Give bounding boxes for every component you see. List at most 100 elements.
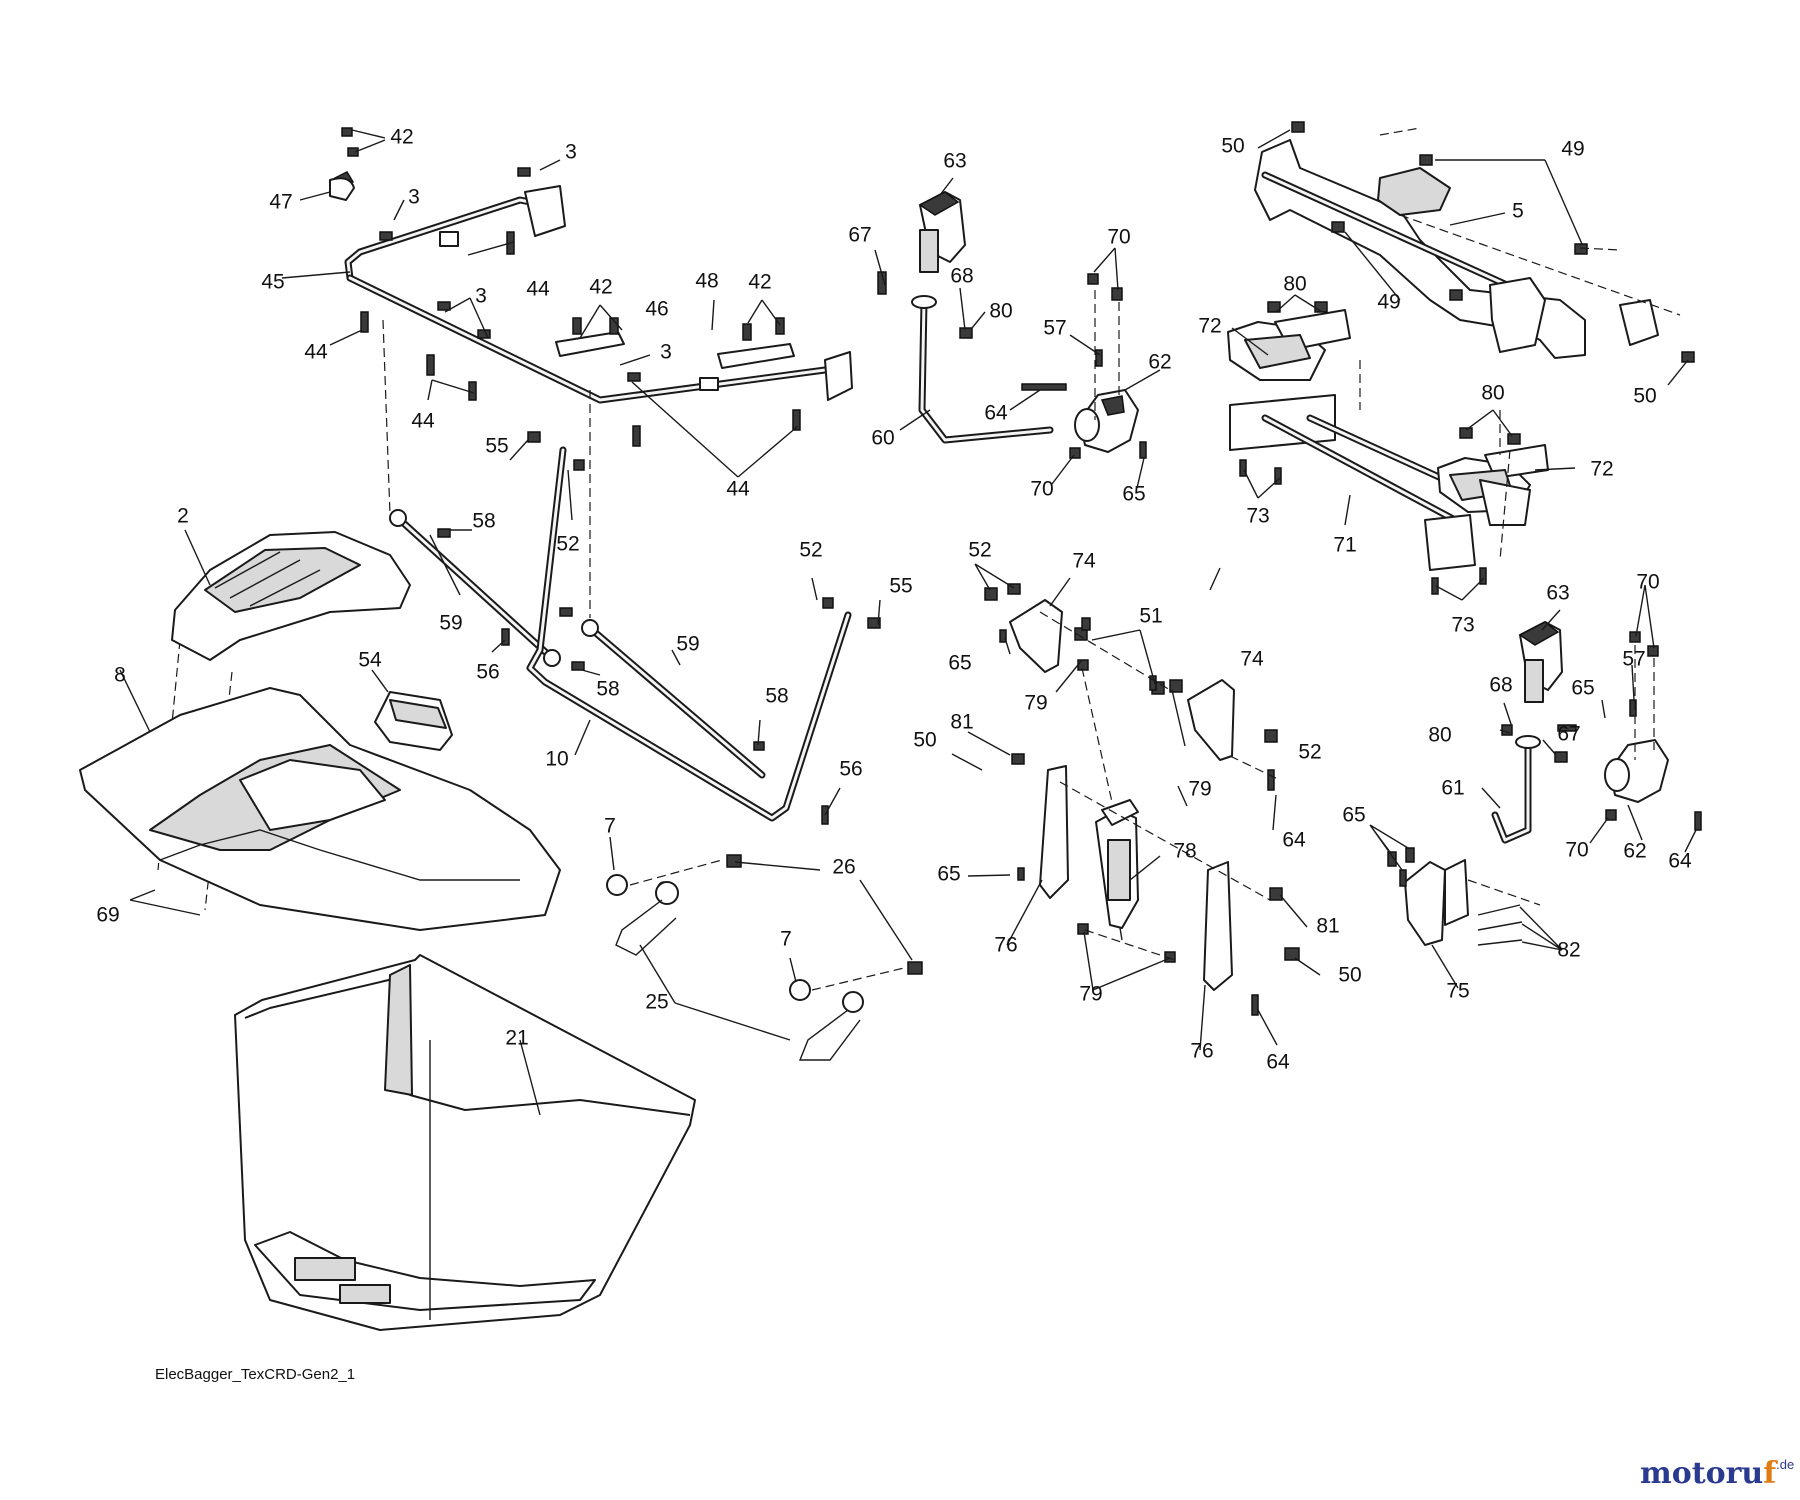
callout-59b: 59 [676,633,699,656]
hardware-bolts [329,127,801,447]
callout-60: 60 [871,427,894,450]
callout-68a: 68 [950,265,973,288]
callout-3c: 3 [475,285,487,308]
watermark-part-b: f [1763,1456,1778,1491]
callout-21: 21 [505,1027,528,1050]
callout-7b: 7 [780,928,792,951]
rod-fasteners [437,431,881,825]
callout-2: 2 [177,505,189,528]
callout-57b: 57 [1622,648,1645,671]
callout-65c: 65 [937,863,960,886]
callout-3a: 3 [565,141,577,164]
callout-68b: 68 [1489,674,1512,697]
bagger-lid [79,687,561,931]
callout-81b: 81 [1316,915,1339,938]
callout-61: 61 [1441,777,1464,800]
callout-42a: 42 [390,126,413,149]
callout-50c: 50 [913,729,936,752]
callout-72a: 72 [1198,315,1221,338]
callout-10: 10 [545,748,568,771]
callout-64a: 64 [984,402,1008,425]
callout-58b: 58 [596,678,619,701]
callout-74b: 74 [1240,648,1264,671]
callout-79a: 79 [1024,692,1047,715]
callout-42c: 42 [748,271,771,294]
callout-82: 82 [1557,939,1580,962]
callout-44b: 44 [304,341,328,364]
callout-62b: 62 [1623,840,1646,863]
callout-79c: 79 [1079,983,1102,1006]
callout-25: 25 [645,991,668,1014]
callout-46: 46 [645,298,668,321]
callout-55a: 55 [485,435,508,458]
lid-handle [374,691,453,751]
lift-arm-right [1491,621,1702,844]
callout-44a: 44 [526,278,550,301]
callout-58c: 58 [765,685,788,708]
callout-65d: 65 [1571,677,1594,700]
callout-78: 78 [1173,840,1196,863]
callout-52a: 52 [556,533,579,556]
callout-62a: 62 [1148,351,1171,374]
callout-70a: 70 [1107,226,1130,249]
callout-48: 48 [695,270,718,293]
callout-42b: 42 [589,276,612,299]
callout-45: 45 [261,271,284,294]
cross-bar-assembly [1227,301,1549,595]
callout-51: 51 [1139,605,1162,628]
callout-80b: 80 [1283,273,1306,296]
callout-50a: 50 [1221,135,1244,158]
callout-79b: 79 [1188,778,1211,801]
callout-64d: 64 [1668,850,1692,873]
callout-67b: 67 [1557,723,1580,746]
callout-69: 69 [96,904,119,927]
callout-76a: 76 [994,934,1017,957]
callout-81a: 81 [950,711,973,734]
callout-58a: 58 [472,510,495,533]
callout-49b: 49 [1377,291,1400,314]
callout-44c: 44 [411,410,435,433]
callout-75: 75 [1446,980,1469,1003]
leader-lines [119,129,1697,1320]
callout-74a: 74 [1072,550,1096,573]
callout-65a: 65 [1122,483,1145,506]
callout-57a: 57 [1043,317,1066,340]
callout-73a: 73 [1246,505,1269,528]
callout-52b: 52 [799,539,822,562]
callout-76b: 76 [1190,1040,1213,1063]
callout-50d: 50 [1338,964,1361,987]
callout-56a: 56 [476,661,499,684]
callout-3d: 3 [660,341,672,364]
callout-7a: 7 [604,815,616,838]
watermark-part-a: motoru [1640,1456,1763,1491]
callout-72b: 72 [1590,458,1613,481]
callout-65b: 65 [948,652,971,675]
callout-71: 71 [1333,534,1356,557]
callout-80d: 80 [1428,724,1451,747]
callout-47: 47 [269,191,292,214]
callout-70c: 70 [1636,571,1659,594]
callout-63b: 63 [1546,582,1569,605]
callout-52d: 52 [1298,741,1321,764]
callout-70d: 70 [1565,839,1588,862]
callout-64c: 64 [1266,1051,1290,1074]
bagger-top-cover [171,531,411,661]
callout-56b: 56 [839,758,862,781]
lid-springs [606,854,923,1061]
callout-5: 5 [1512,200,1524,223]
callout-64b: 64 [1282,829,1306,852]
callout-54: 54 [358,649,382,672]
mounting-strips [555,317,795,369]
callout-59a: 59 [439,612,462,635]
grass-bin [234,954,696,1331]
callout-55b: 55 [889,575,912,598]
callout-50b: 50 [1633,385,1656,408]
callout-65e: 65 [1342,804,1365,827]
watermark-part-c: .de [1776,1457,1794,1472]
upper-frame-bar [344,185,853,404]
lift-arm-left [877,191,1147,459]
callout-70b: 70 [1030,478,1053,501]
rear-bracket-assembly [1254,121,1695,363]
callout-49a: 49 [1561,138,1584,161]
